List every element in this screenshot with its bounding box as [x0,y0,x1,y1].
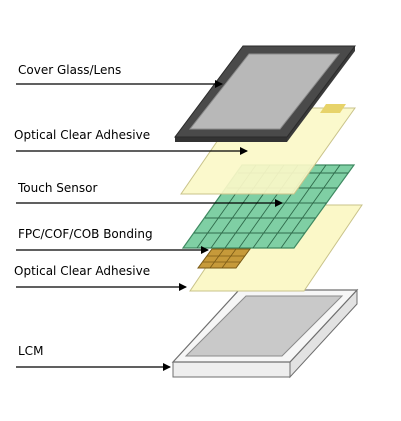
label-touch-sensor: Touch Sensor [18,181,98,195]
label-bonding: FPC/COF/COB Bonding [18,227,153,241]
cover-glass-edge [175,137,287,142]
cover-glass-edge-right [287,46,355,142]
touch-sensor-grid [194,165,349,248]
lcm-screen [184,295,344,357]
label-lcm: LCM [18,344,44,358]
label-lower-oca: Optical Clear Adhesive [14,264,151,278]
cover-glass-lens [188,53,341,130]
fpc-bonding-pad [197,248,251,269]
cover-glass-layer [174,45,356,142]
lcm-frame-side [172,361,291,378]
label-cover-glass: Cover Glass/Lens [18,63,122,77]
label-upper-oca: Optical Clear Adhesive [14,128,151,142]
label-arrows [16,80,283,371]
fpc-bonding-pattern [203,248,245,269]
cover-glass-logo-tag [320,104,346,113]
lcm-layer [171,288,359,379]
